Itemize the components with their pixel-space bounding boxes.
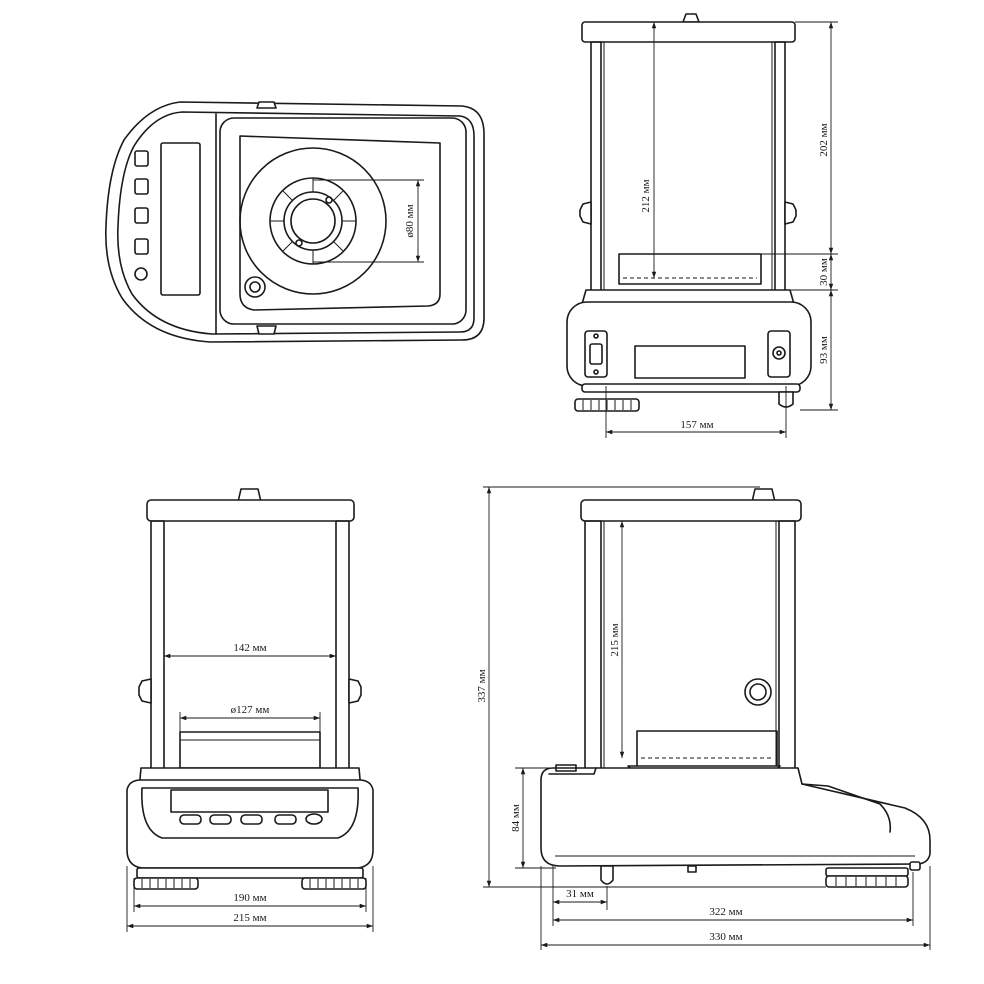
rear-rs232-port <box>584 330 608 378</box>
side-front-offset-label: 31 мм <box>566 888 594 900</box>
rear-right-handle <box>784 201 797 225</box>
front-right-handle <box>348 678 362 704</box>
side-door-knob <box>744 678 772 706</box>
side-chamber-height-label: 215 мм <box>609 623 621 656</box>
rear-top-knob <box>682 13 700 23</box>
top-key-4 <box>134 238 149 255</box>
front-windshield <box>179 731 321 769</box>
rear-pan-zone-label: 30 мм <box>818 258 830 286</box>
top-view: ø80 мм <box>105 101 485 343</box>
side-base-body <box>540 767 931 867</box>
side-view: 337 мм 215 мм 84 мм 31 мм 322 мм 330 мм <box>476 486 931 950</box>
top-pan-diameter-label: ø80 мм <box>404 204 416 237</box>
top-pan-pin-2 <box>295 239 303 247</box>
side-rear-post <box>584 520 602 770</box>
front-inner-width-label: 142 мм <box>233 642 266 654</box>
rear-right-post <box>774 41 786 293</box>
rear-base-body <box>566 301 812 387</box>
front-view: 142 мм ø127 мм 190 мм 215 мм <box>126 488 374 932</box>
front-top-cover <box>146 499 355 522</box>
rear-base-height-label: 93 мм <box>818 336 830 364</box>
rear-left-post <box>590 41 602 293</box>
front-right-post <box>335 520 350 772</box>
top-level-indicator <box>244 276 266 298</box>
front-key-4[interactable] <box>274 814 297 825</box>
rear-power-port <box>767 330 791 378</box>
top-pan-ribs <box>270 178 356 264</box>
front-left-handle <box>138 678 152 704</box>
top-key-2 <box>134 178 149 195</box>
top-pan-ring <box>239 147 387 295</box>
front-key-1[interactable] <box>179 814 202 825</box>
front-key-2[interactable] <box>209 814 232 825</box>
front-feet-span-label: 190 мм <box>233 892 266 904</box>
rear-top-cover <box>581 21 796 43</box>
front-key-3[interactable] <box>240 814 263 825</box>
side-overall-depth-label: 330 мм <box>709 931 742 943</box>
top-pan-hub <box>290 198 336 244</box>
top-handle-upper <box>256 101 277 109</box>
side-base-height-label: 84 мм <box>510 804 522 832</box>
rear-chamber-height-label: 212 мм <box>640 179 652 212</box>
front-left-post <box>150 520 165 772</box>
side-windshield <box>636 730 778 768</box>
front-overall-width-label: 215 мм <box>233 912 266 924</box>
rear-left-handle <box>579 201 592 225</box>
top-chamber-glass <box>239 135 441 311</box>
rear-windshield <box>618 253 762 285</box>
top-housing-outer <box>105 101 485 343</box>
top-chamber-frame <box>219 117 467 325</box>
side-front-post <box>778 520 796 770</box>
top-pan-pin-1 <box>325 196 333 204</box>
side-keyboard-slope <box>801 783 892 833</box>
top-key-1 <box>134 150 149 167</box>
top-handle-lower <box>256 325 277 335</box>
rear-view: 212 мм 202 мм 30 мм 93 мм 157 мм <box>566 13 838 438</box>
rear-label-plate <box>634 345 746 379</box>
front-key-5[interactable] <box>305 813 323 825</box>
top-display <box>160 142 201 296</box>
top-housing-inner <box>116 111 475 335</box>
front-panel <box>141 787 359 839</box>
top-key-5 <box>134 267 148 281</box>
side-top-cover <box>580 499 802 522</box>
top-key-3 <box>134 207 149 224</box>
front-pan-diameter-label: ø127 мм <box>231 704 270 716</box>
front-display <box>170 789 329 813</box>
side-foot-rear <box>600 865 614 885</box>
top-pan-inner <box>283 191 343 251</box>
side-total-height-label: 337 мм <box>476 669 488 702</box>
rear-base-width-label: 157 мм <box>680 419 713 431</box>
rear-door-height-label: 202 мм <box>818 123 830 156</box>
side-feet-depth-label: 322 мм <box>709 906 742 918</box>
